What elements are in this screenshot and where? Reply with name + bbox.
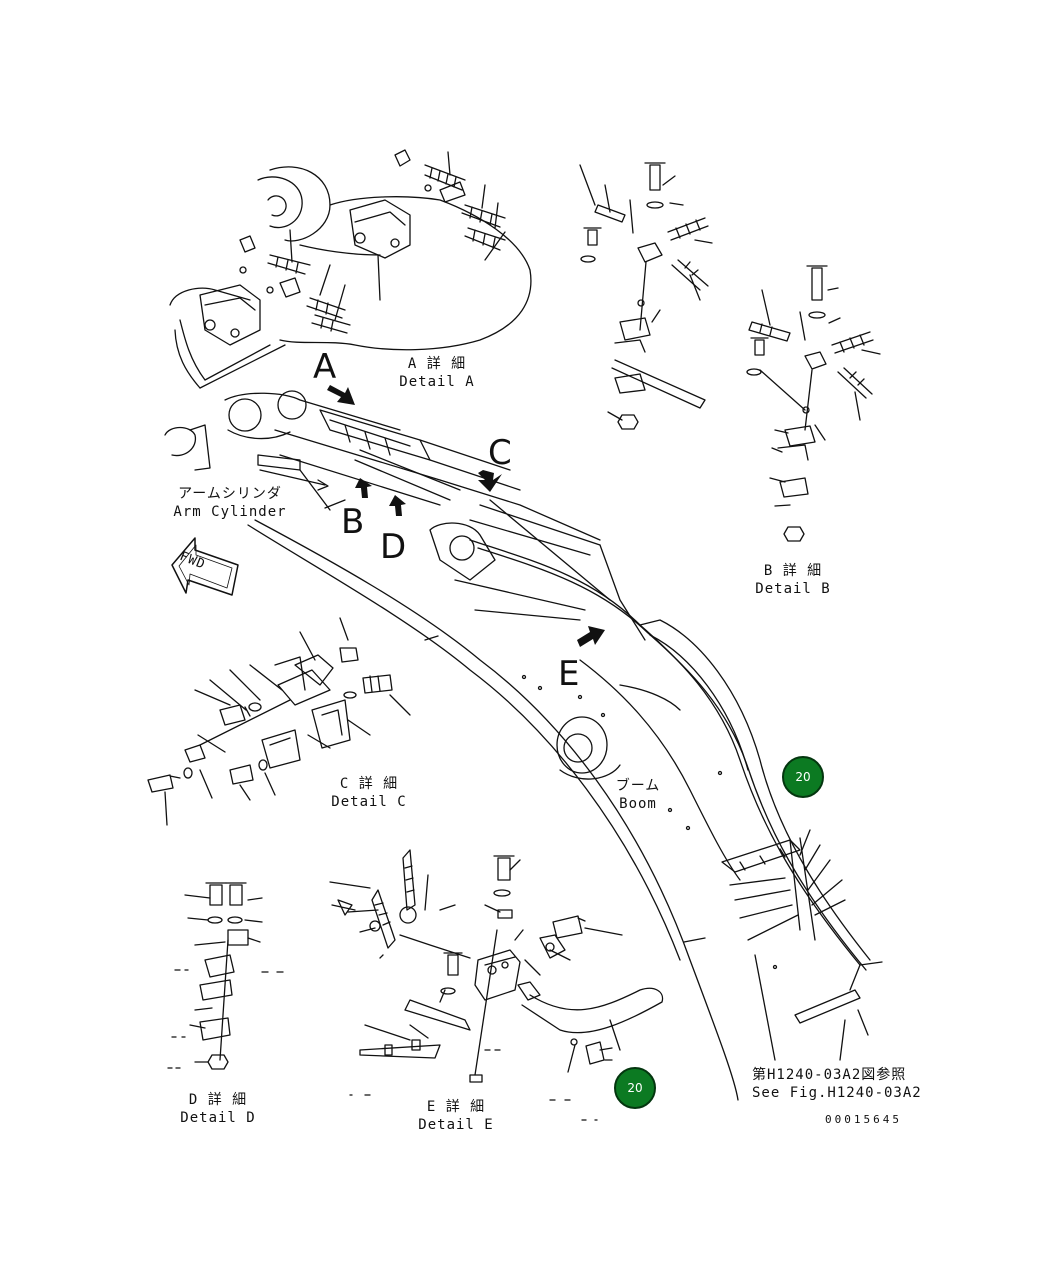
detail-c-label-jp: C 詳 細 [339,776,399,792]
detail-a-label-jp: A 詳 細 [407,356,467,372]
detail-d-drawing [167,882,284,1070]
see-fig-label-en: See Fig.H1240-03A2 [752,1085,922,1101]
detail-a-drawing [169,149,532,389]
detail-e-label-en: Detail E [418,1117,494,1133]
detail-c-label-en: Detail C [331,794,407,810]
see-fig-label-jp: 第H1240-03A2図参照 [752,1067,907,1083]
detail-b-label-en: Detail B [755,581,831,597]
detail-d-label-jp: D 詳 細 [188,1092,248,1108]
detail-a-label-en: Detail A [399,374,475,390]
callout-badge-20-detail-e[interactable]: 20 [614,1067,656,1109]
detail-e-label-jp: E 詳 細 [426,1099,486,1115]
detail-b-label-jp: B 詳 細 [763,563,823,579]
b-arrow-line [259,469,346,509]
arm-cylinder-label-en: Arm Cylinder [173,504,287,520]
view-letter-b: B [341,502,365,542]
drawing-number: 00015645 [825,1113,902,1126]
detail-e-drawing [329,849,664,1121]
view-letter-d: D [380,527,407,567]
view-letter-c: C [488,433,512,473]
callout-badge-20-boom[interactable]: 20 [782,756,824,798]
detail-b-drawing [579,162,881,542]
arm-cylinder-label-jp: アームシリンダ [178,486,282,502]
boom-label-jp: ブーム [615,778,661,794]
arm-cylinder-drawing [164,390,883,1101]
detail-d-label-en: Detail D [180,1110,256,1126]
view-letter-a: A [313,347,337,387]
boom-label-en: Boom [619,796,657,812]
view-letter-e: E [558,654,580,694]
detail-c-drawing [147,617,411,826]
fwd-arrow-icon [171,537,239,596]
view-arrows [327,385,605,647]
